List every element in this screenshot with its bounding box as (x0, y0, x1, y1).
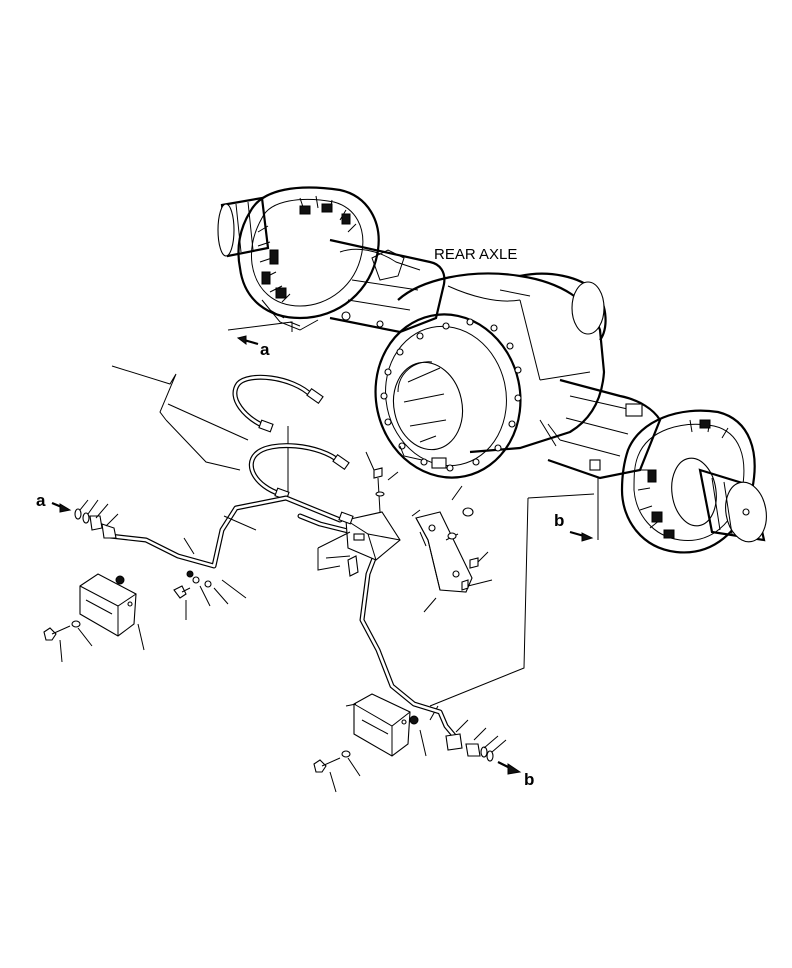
flexible-hose-upper (232, 374, 324, 433)
svg-text:a: a (260, 340, 270, 359)
brake-tube-center (297, 513, 355, 535)
svg-text:b: b (554, 511, 564, 530)
ref-arrow-b-right: b (554, 478, 599, 542)
diagram-title: REAR AXLE (434, 246, 517, 263)
clamp-bracket-left (79, 573, 137, 637)
brake-tube-right (359, 545, 459, 741)
differential-housing (397, 272, 607, 454)
left-axle-housing (329, 238, 446, 334)
ref-arrow-a-left: a (36, 491, 72, 513)
svg-text:b: b (524, 770, 534, 789)
left-axle-shaft (217, 196, 270, 258)
rear-axle-illustration (217, 186, 767, 554)
bolts-left-cluster (43, 515, 257, 663)
clamp-bracket-bottom (353, 693, 411, 757)
brake-tube-left (107, 495, 343, 569)
center-flange (374, 313, 522, 479)
leader-lines (111, 365, 595, 721)
right-axle-housing (539, 378, 662, 480)
ref-arrow-b-bottom: b (497, 761, 534, 789)
junction-block (317, 511, 401, 577)
mount-bracket-right (411, 485, 493, 613)
bolt-junction-top (365, 451, 399, 513)
right-axle-shaft (698, 468, 767, 543)
ref-arrow-a-top: a (227, 321, 293, 359)
bolts-bottom-cluster (313, 703, 507, 793)
flexible-hose-lower (248, 443, 350, 501)
fittings-left (74, 499, 119, 539)
left-wheel-hub (237, 186, 380, 331)
svg-text:a: a (36, 491, 46, 510)
